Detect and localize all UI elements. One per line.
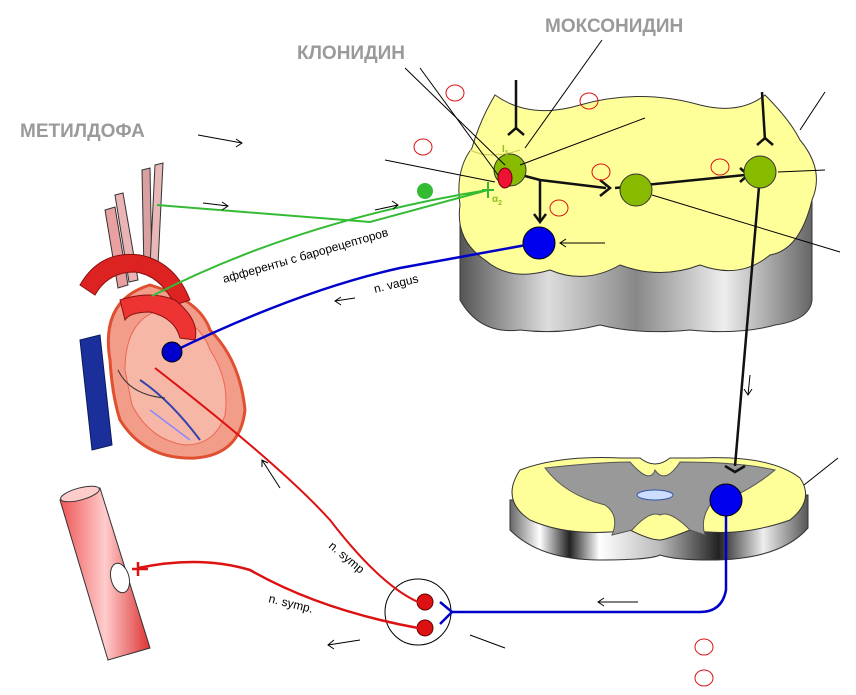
marker-6 [549, 199, 569, 217]
interneuron [619, 173, 653, 207]
brainstem-highlight [469, 149, 521, 156]
heart [79, 162, 247, 460]
arrow-baroreceptor [202, 201, 229, 211]
symp-vessel-fiber [137, 560, 419, 630]
clonidine-label: КЛОНИДИН [297, 43, 405, 64]
alpha2-receptor-site [497, 167, 513, 189]
vagal-pathway [161, 226, 743, 614]
symp-vessel-label: n. symp. [267, 591, 314, 616]
carotid-right [149, 162, 164, 267]
vagal-nucleus [522, 226, 556, 260]
heart-vagal-target [161, 341, 183, 363]
arrow-afferent [374, 200, 399, 211]
presynaptic-neuron [417, 183, 433, 199]
marker-2 [579, 92, 599, 110]
heart-vein [117, 369, 166, 399]
vessel-synapse [132, 562, 148, 576]
coronary-vessel [139, 379, 201, 441]
marker-5 [710, 158, 730, 176]
alpha2-receptor-label: α2 [492, 194, 502, 207]
central-canal [636, 489, 674, 501]
arrow-symp-vessel [327, 639, 361, 650]
vagus-fiber [171, 241, 538, 354]
marker-8 [694, 669, 714, 687]
arrow-methyldopa [197, 134, 243, 148]
aortic-arch [79, 253, 191, 306]
blood-vessel [59, 485, 151, 661]
ganglion-pointer [469, 634, 506, 649]
marker-1 [445, 84, 465, 102]
vessel-body [59, 487, 151, 661]
arrow-preganglionic [597, 597, 638, 607]
vagus-label: n. vagus [372, 271, 419, 296]
direction-arrows [197, 134, 753, 650]
arrow-vagus [334, 296, 356, 306]
vena-cava [79, 334, 113, 451]
descending-input-2 [756, 91, 774, 146]
ganglion-neuron-heart [416, 593, 434, 611]
clonidine-pointer-2 [419, 67, 499, 176]
nts-pointer [519, 117, 646, 166]
pointer-lines [384, 39, 841, 649]
marker-3 [413, 138, 433, 156]
marker-7 [694, 638, 714, 656]
spinal-cord-section [509, 457, 809, 561]
afferent-pathway [151, 182, 494, 297]
moxonidine-pointer [524, 39, 603, 149]
vessel-target [109, 562, 131, 594]
spinal-efferent-fiber [452, 500, 728, 614]
arrow-vagal-nucleus [559, 238, 605, 248]
descending-input-1 [507, 80, 525, 136]
rvlm-pointer [777, 169, 826, 173]
afferent-fiber [151, 189, 489, 297]
ganglion-synapse [439, 601, 453, 625]
afferent-synapse [482, 182, 494, 198]
i1-receptor-label: I1 [502, 144, 509, 157]
arrow-symp-heart [261, 459, 281, 489]
effect-markers [413, 84, 730, 687]
brain-pointer [799, 91, 826, 131]
coronary-vessel-2 [149, 409, 191, 441]
vessel-end-top [60, 485, 100, 503]
central-axons [509, 170, 762, 467]
ganglion-neuron-vessel [416, 619, 434, 637]
sympathetic-pathway [132, 367, 453, 646]
arrow-descending [743, 374, 753, 396]
marker-4 [591, 163, 611, 181]
cord-pointer [803, 457, 839, 486]
moxonidine-label: МОКСОНИДИН [545, 16, 683, 37]
spinal-preganglionic-neuron [709, 483, 743, 517]
symp-heart-fiber [154, 367, 419, 603]
interneuron-pointer [651, 194, 841, 253]
pulmonary-artery [119, 294, 197, 341]
methyldopa-label: МЕТИЛДОФА [20, 121, 145, 142]
rvlm-neuron [743, 155, 777, 189]
alpha2-pointer [384, 159, 496, 183]
